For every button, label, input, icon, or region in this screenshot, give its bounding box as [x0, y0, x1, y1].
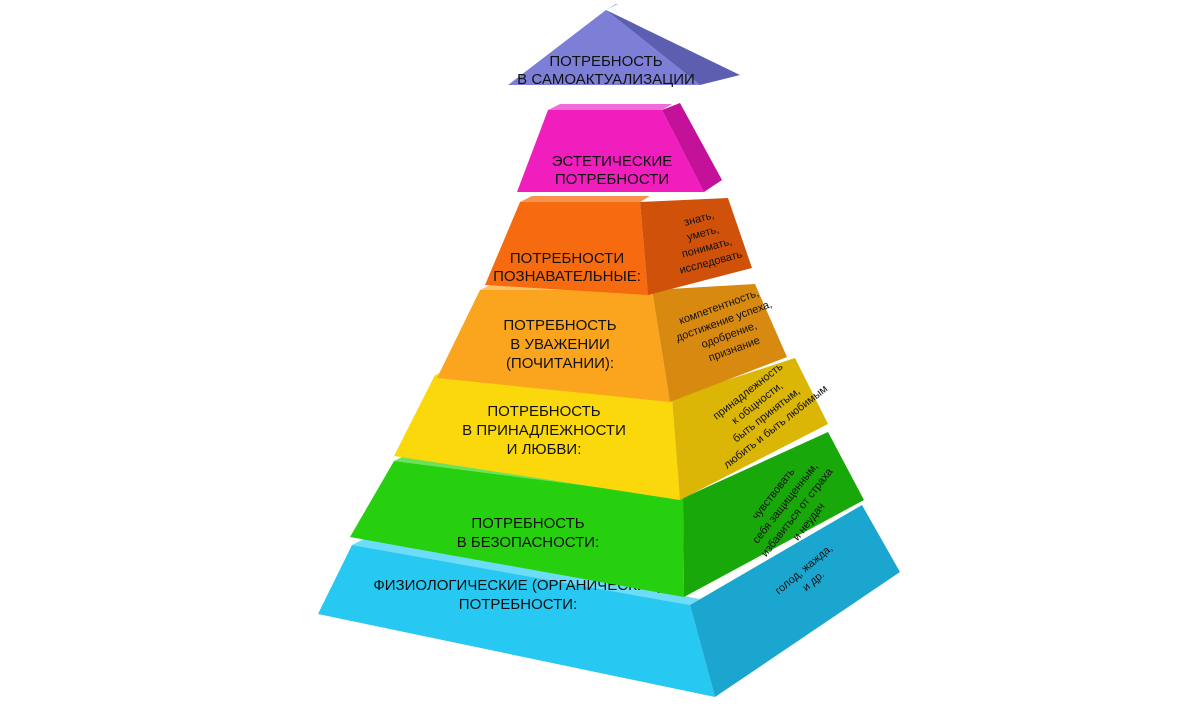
tier-label-line: ПОЗНАВАТЕЛЬНЫЕ:	[493, 268, 641, 285]
tier-label-line: В ПРИНАДЛЕЖНОСТИ	[462, 422, 626, 439]
tier-side-face	[640, 198, 752, 295]
tier-label-line: (ПОЧИТАНИИ):	[506, 355, 614, 372]
tier-label-line: ПОТРЕБНОСТЬ	[487, 403, 600, 420]
tier-front-face	[437, 290, 670, 402]
tier-side-face	[652, 284, 787, 402]
tier-side-face	[606, 10, 740, 85]
tier-front-face	[508, 10, 700, 85]
tier-side-face	[672, 358, 828, 500]
tier-front-face	[318, 545, 715, 697]
tier-top-face	[520, 196, 650, 202]
tier-label-line: ФИЗИОЛОГИЧЕСКИЕ (ОРГАНИЧЕСКИЕ)	[373, 577, 662, 594]
tier-label-line: В БЕЗОПАСНОСТИ:	[457, 534, 600, 551]
tier-label-line: ПОТРЕБНОСТЬ	[503, 317, 616, 334]
tier-label-line: ЭСТЕТИЧЕСКИЕ	[552, 153, 673, 170]
tier-label-line: ПОТРЕБНОСТИ:	[459, 596, 577, 613]
tier-top-face	[606, 4, 618, 10]
tier-label-line: ПОТРЕБНОСТЬ	[471, 515, 584, 532]
tier-label-line: ПОТРЕБНОСТИ	[555, 171, 669, 188]
tier-label-line: В УВАЖЕНИИ	[510, 336, 609, 353]
tier-label-line: ПОТРЕБНОСТИ	[510, 250, 624, 267]
tier-front-face	[485, 202, 648, 295]
tier-label-line: И ЛЮБВИ:	[507, 441, 582, 458]
tier-side-text: знать,уметь,понимать,исследовать	[678, 209, 744, 276]
tier-side-face	[683, 432, 864, 597]
tier-label-line: В САМОАКТУАЛИЗАЦИИ	[517, 71, 695, 88]
tier-top-face	[548, 104, 672, 110]
tier-physiological: ФИЗИОЛОГИЧЕСКИЕ (ОРГАНИЧЕСКИЕ) ПОТРЕБНОСТ…	[318, 505, 900, 697]
tier-side-face	[662, 103, 722, 192]
tier-top-face	[352, 539, 700, 605]
tier-front-face	[394, 375, 680, 500]
tier-label-line: ПОТРЕБНОСТЬ	[549, 53, 662, 70]
tier-front-face	[350, 461, 684, 597]
tier-side-face	[690, 505, 900, 697]
tier-front-face	[517, 110, 704, 192]
